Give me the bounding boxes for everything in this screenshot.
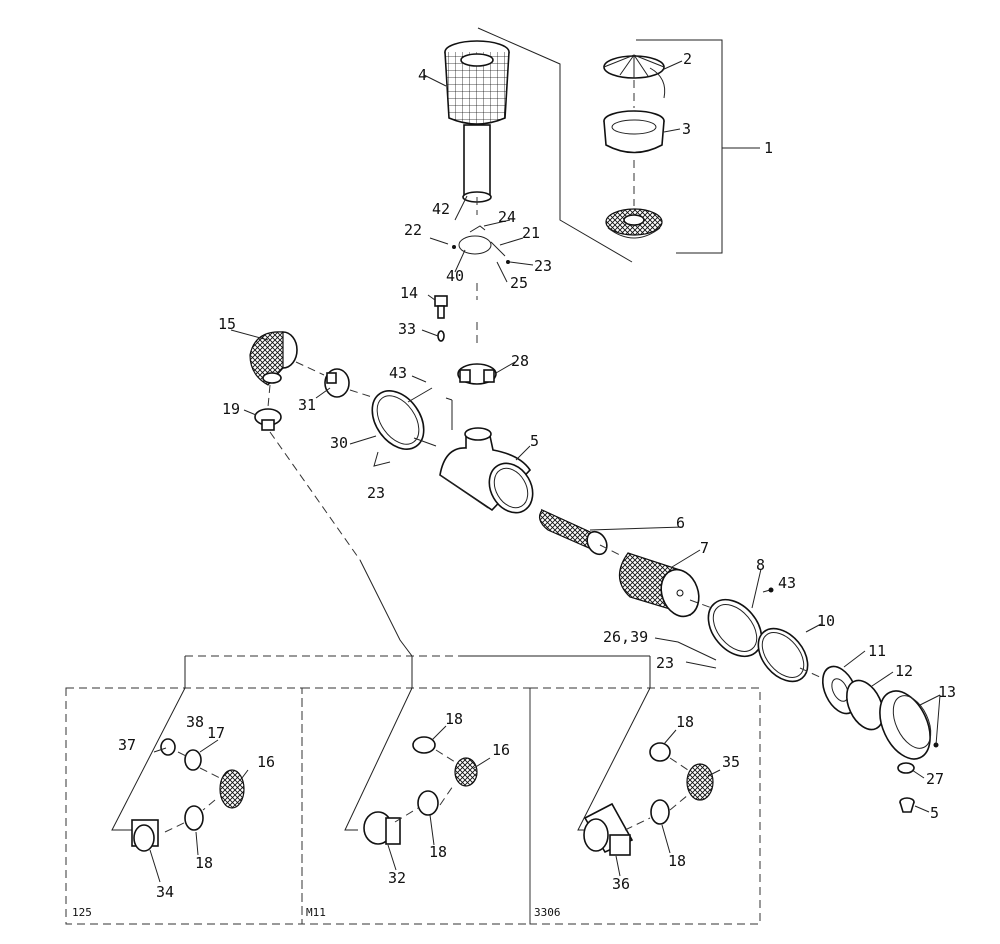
callout-label: 23 (367, 484, 385, 502)
part-27-ring (897, 762, 915, 774)
panel-m11-parts (363, 736, 478, 845)
callout-label: 37 (118, 736, 136, 754)
callout-label: 19 (222, 400, 240, 418)
panel-label-3306: 3306 (534, 906, 561, 919)
callout-label: 7 (700, 539, 709, 557)
callout-label: 35 (722, 753, 740, 771)
callout-label: 22 (404, 221, 422, 239)
part-2-cap (603, 54, 666, 99)
part-31-clamp (324, 368, 350, 398)
part-5-housing (439, 427, 534, 514)
callout-label: 21 (522, 224, 540, 242)
callout-label: 40 (446, 267, 464, 285)
part-4-screen-tube (444, 40, 510, 203)
callout-label: 2 (683, 50, 692, 68)
callout-label: 8 (756, 556, 765, 574)
callout-label: 4 (418, 66, 427, 84)
callout-label: 12 (895, 662, 913, 680)
callout-label: 5 (930, 804, 939, 822)
callout-label: 18 (445, 710, 463, 728)
panel-3306-parts (583, 742, 714, 856)
callout-label: 16 (492, 741, 510, 759)
part-11-oring (846, 679, 884, 731)
callout-label: 18 (676, 713, 694, 731)
callout-label: 10 (817, 612, 835, 630)
callout-label: 34 (156, 883, 174, 901)
callout-label: 33 (398, 320, 416, 338)
callout-label: 13 (938, 683, 956, 701)
part-30-band (371, 387, 437, 450)
callout-label: 32 (388, 869, 406, 887)
callout-label: 14 (400, 284, 418, 302)
callout-label: 43 (389, 364, 407, 382)
callout-label: 6 (676, 514, 685, 532)
part-15-elbow (249, 331, 298, 386)
callout-label: 23 (656, 654, 674, 672)
part-bowl (605, 208, 663, 239)
part-9-gasket (757, 627, 809, 683)
callout-label: 11 (868, 642, 886, 660)
callout-label: 38 (186, 713, 204, 731)
part-13-valve (899, 797, 915, 813)
callout-label: 5 (530, 432, 539, 450)
part-8-outer-filter (618, 552, 700, 618)
callout-label: 36 (612, 875, 630, 893)
callout-label: 23 (534, 257, 552, 275)
callout-label: 15 (218, 315, 236, 333)
part-6-inner-filter (538, 508, 608, 556)
part-14-nut (434, 295, 448, 342)
callout-label: 18 (668, 852, 686, 870)
callout-label: 28 (511, 352, 529, 370)
callout-label: 24 (498, 208, 516, 226)
callout-label: 26,39 (603, 628, 648, 646)
part-19-clamp (254, 408, 282, 431)
callout-label: 17 (207, 724, 225, 742)
part-28-clamp (457, 363, 497, 385)
callout-label: 3 (682, 120, 691, 138)
callout-label: 18 (195, 854, 213, 872)
callout-label: 31 (298, 396, 316, 414)
part-3-ring (603, 110, 665, 154)
callout-label: 1 (764, 139, 773, 157)
callout-label: 30 (330, 434, 348, 452)
callout-label: 42 (432, 200, 450, 218)
panel-label-125: 125 (72, 906, 92, 919)
callout-label: 43 (778, 574, 796, 592)
part-7-clamp-ring (707, 598, 763, 658)
callout-label: 18 (429, 843, 447, 861)
panel-125-parts (131, 738, 245, 852)
part-40-clamp (452, 225, 510, 264)
callout-label: 27 (926, 770, 944, 788)
callout-label: 25 (510, 274, 528, 292)
panel-label-m11: M11 (306, 906, 326, 919)
callout-label: 16 (257, 753, 275, 771)
